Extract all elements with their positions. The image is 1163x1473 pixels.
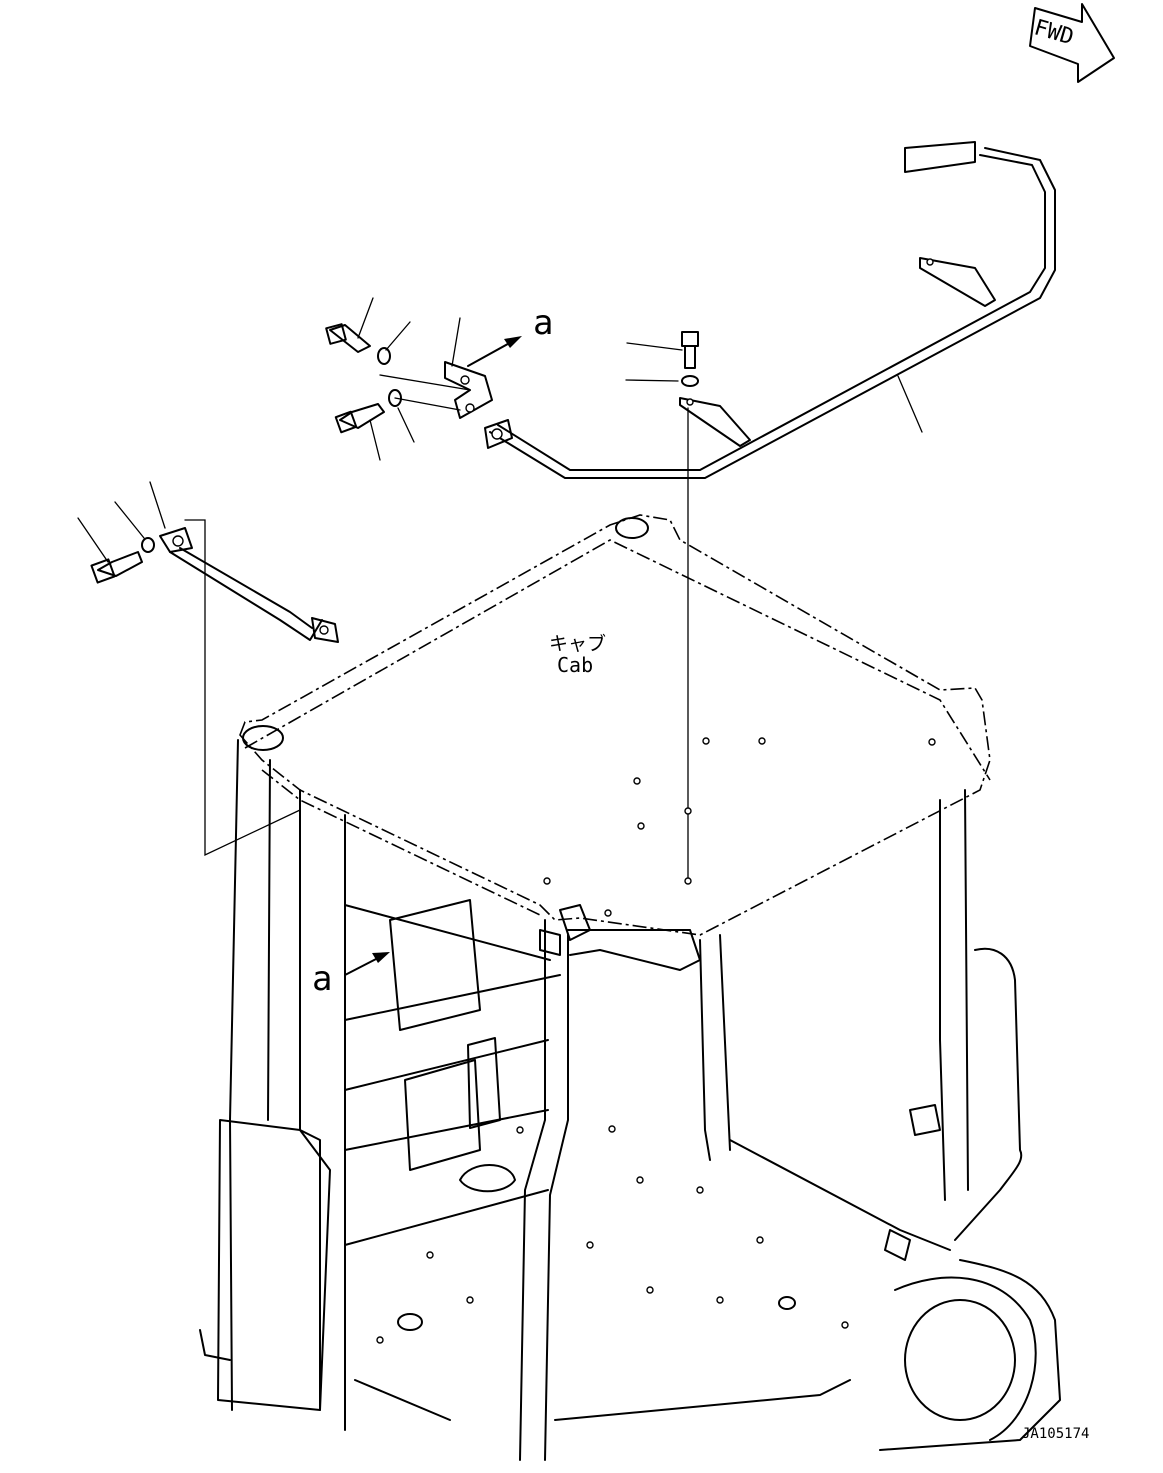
ref-letter-a-top: a xyxy=(533,303,553,343)
bracket-fastener-group: a xyxy=(325,297,553,461)
figure-code: JA105174 xyxy=(1022,1426,1089,1442)
fwd-direction-arrow: FWD xyxy=(1029,3,1115,83)
fwd-label: FWD xyxy=(1031,15,1076,50)
cab-label-en: Cab xyxy=(557,653,593,677)
upper-handrail-right xyxy=(484,141,1056,479)
rail-bolt-group xyxy=(625,331,923,881)
cab-label-jp: キャブ xyxy=(549,632,606,655)
ref-letter-a-lower: a xyxy=(312,959,332,999)
handrail-left xyxy=(77,481,339,857)
cab-roof: キャブ Cab xyxy=(239,514,991,936)
cab-frame: a xyxy=(199,739,1061,1461)
